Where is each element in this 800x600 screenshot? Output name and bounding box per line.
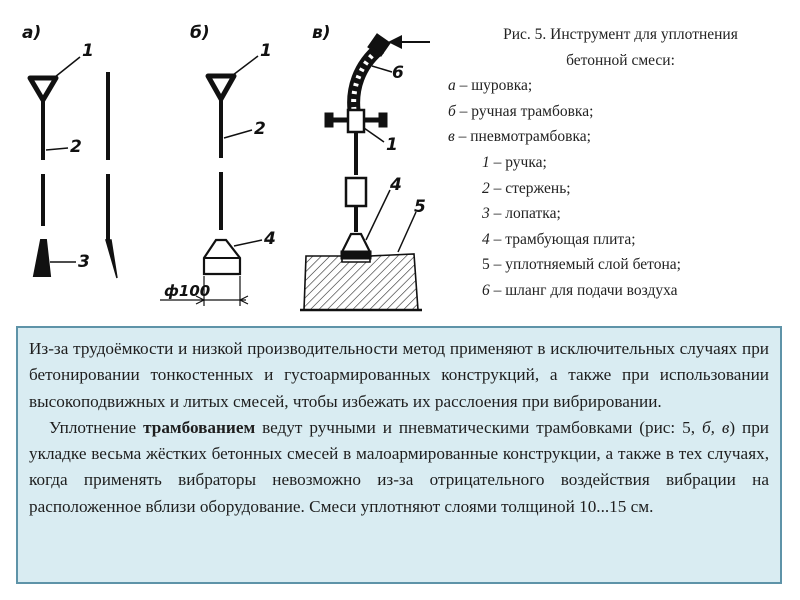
callout-v-5: 5	[414, 197, 426, 217]
caption-item-a: а – шуровка;	[448, 77, 533, 95]
caption-part-4: 4 – трамбующая плита;	[482, 230, 636, 248]
dimension-label: ф100	[164, 282, 210, 300]
callout-b-1: 1	[260, 41, 272, 61]
caption-title-line2: бетонной смеси:	[566, 51, 675, 69]
tool-b-hand-tamper	[160, 55, 263, 306]
body-paragraph-2: Уплотнение трамбованием ведут ручными и …	[29, 417, 770, 516]
figure-drawing: а) б) в) 1 2 3	[0, 0, 440, 320]
callout-v-4: 4	[389, 175, 402, 195]
caption-title-line1: Рис. 5. Инструмент для уплотнения	[503, 26, 738, 43]
caption-item-v: в – пневмотрамбовка;	[448, 128, 591, 146]
caption-part-3: 3 – лопатка;	[482, 205, 561, 223]
panel-label-v: в)	[312, 23, 331, 43]
bold-term: трамбованием	[143, 417, 256, 437]
body-text-box: Из-за трудоёмкости и низкой производител…	[16, 326, 782, 584]
tool-a-shurovka	[27, 56, 118, 279]
caption-part-6: 6 – шланг для подачи воздуха	[482, 281, 678, 299]
caption-item-b: б – ручная трамбовка;	[448, 102, 594, 120]
callout-v-6: 6	[392, 63, 404, 83]
callout-a-3: 3	[78, 252, 90, 272]
callout-v-1: 1	[386, 135, 398, 155]
body-paragraph-1: Из-за трудоёмкости и низкой производител…	[29, 339, 769, 411]
tool-v-pneumatic-tamper	[300, 33, 430, 312]
callout-b-2: 2	[254, 119, 266, 139]
caption-part-1: 1 – ручка;	[482, 153, 547, 171]
panel-label-b: б)	[190, 23, 210, 43]
callout-a-2: 2	[70, 137, 82, 157]
caption-part-2: 2 – стержень;	[482, 179, 571, 197]
figure-caption: Рис. 5. Инструмент для уплотнения бетонн…	[448, 22, 793, 304]
tools-illustration: а) б) в) 1 2 3	[22, 23, 430, 312]
panel-label-a: а)	[22, 23, 41, 43]
callout-b-4: 4	[263, 229, 276, 249]
caption-part-5: 5 – уплотняемый слой бетона;	[482, 256, 681, 274]
callout-a-1: 1	[82, 41, 94, 61]
